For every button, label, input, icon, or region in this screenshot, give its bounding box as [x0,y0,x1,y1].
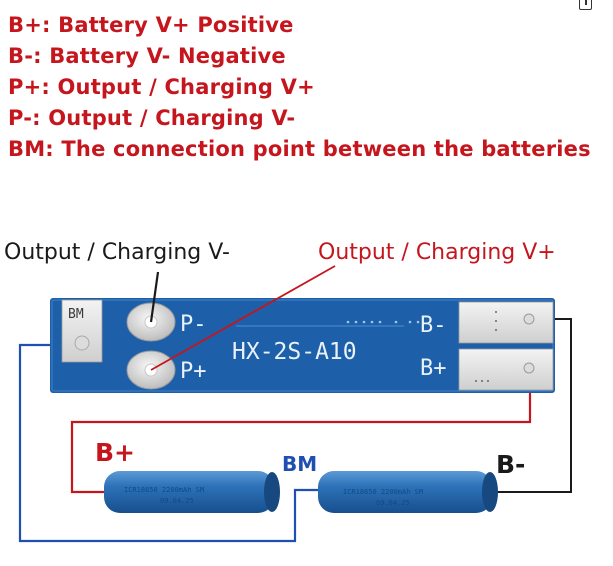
b-plus-wire-label: B+ [95,438,136,467]
b-plus-label: B+ [420,356,447,381]
board-dots [346,320,420,324]
cell-right-text-1: ICR18650 2200mAh SM [343,488,423,496]
bm-pad: BM [61,299,103,363]
battery-cell-left: ICR18650 2200mAh SM 09.04.25 [104,471,280,513]
battery-cell-right: ICR18650 2200mAh SM 09.04.25 [318,471,498,513]
p-minus-label: P- [180,312,207,337]
label-output-plus: Output / Charging V+ [318,240,556,265]
b-plus-pad: B+ [420,348,554,391]
info-icon[interactable] [579,0,592,10]
bm-wire [18,343,318,543]
b-minus-wire-label: B- [496,450,526,479]
board-model: HX-2S-A10 [232,339,357,365]
bm-wire-label: BM [282,452,318,476]
legend-b-minus: B-: Battery V- Negative [8,44,286,68]
b-plus-wire [70,370,532,494]
b-minus-pad: B- [420,301,554,344]
pointer-output-plus [150,265,336,371]
legend-b-plus: B+: Battery V+ Positive [8,13,294,37]
legend-p-plus: P+: Output / Charging V+ [8,75,315,99]
cell-left-text-2: 09.04.25 [160,497,194,505]
pcb-board: BM P- P+ HX-2S-A10 B- B+ [50,298,555,393]
cell-left-text-1: ICR18650 2200mAh SM [124,486,204,494]
cell-right-text-2: 09.04.25 [376,499,410,507]
pointer-output-minus [149,271,160,323]
bm-pad-label: BM [68,307,84,322]
legend-bm: BM: The connection point between the bat… [8,137,591,161]
label-output-minus: Output / Charging V- [4,240,230,265]
legend: B+: Battery V+ Positive B-: Battery V- N… [8,10,591,165]
legend-p-minus: P-: Output / Charging V- [8,106,296,130]
p-plus-label: P+ [180,359,207,384]
b-minus-label: B- [420,313,447,338]
